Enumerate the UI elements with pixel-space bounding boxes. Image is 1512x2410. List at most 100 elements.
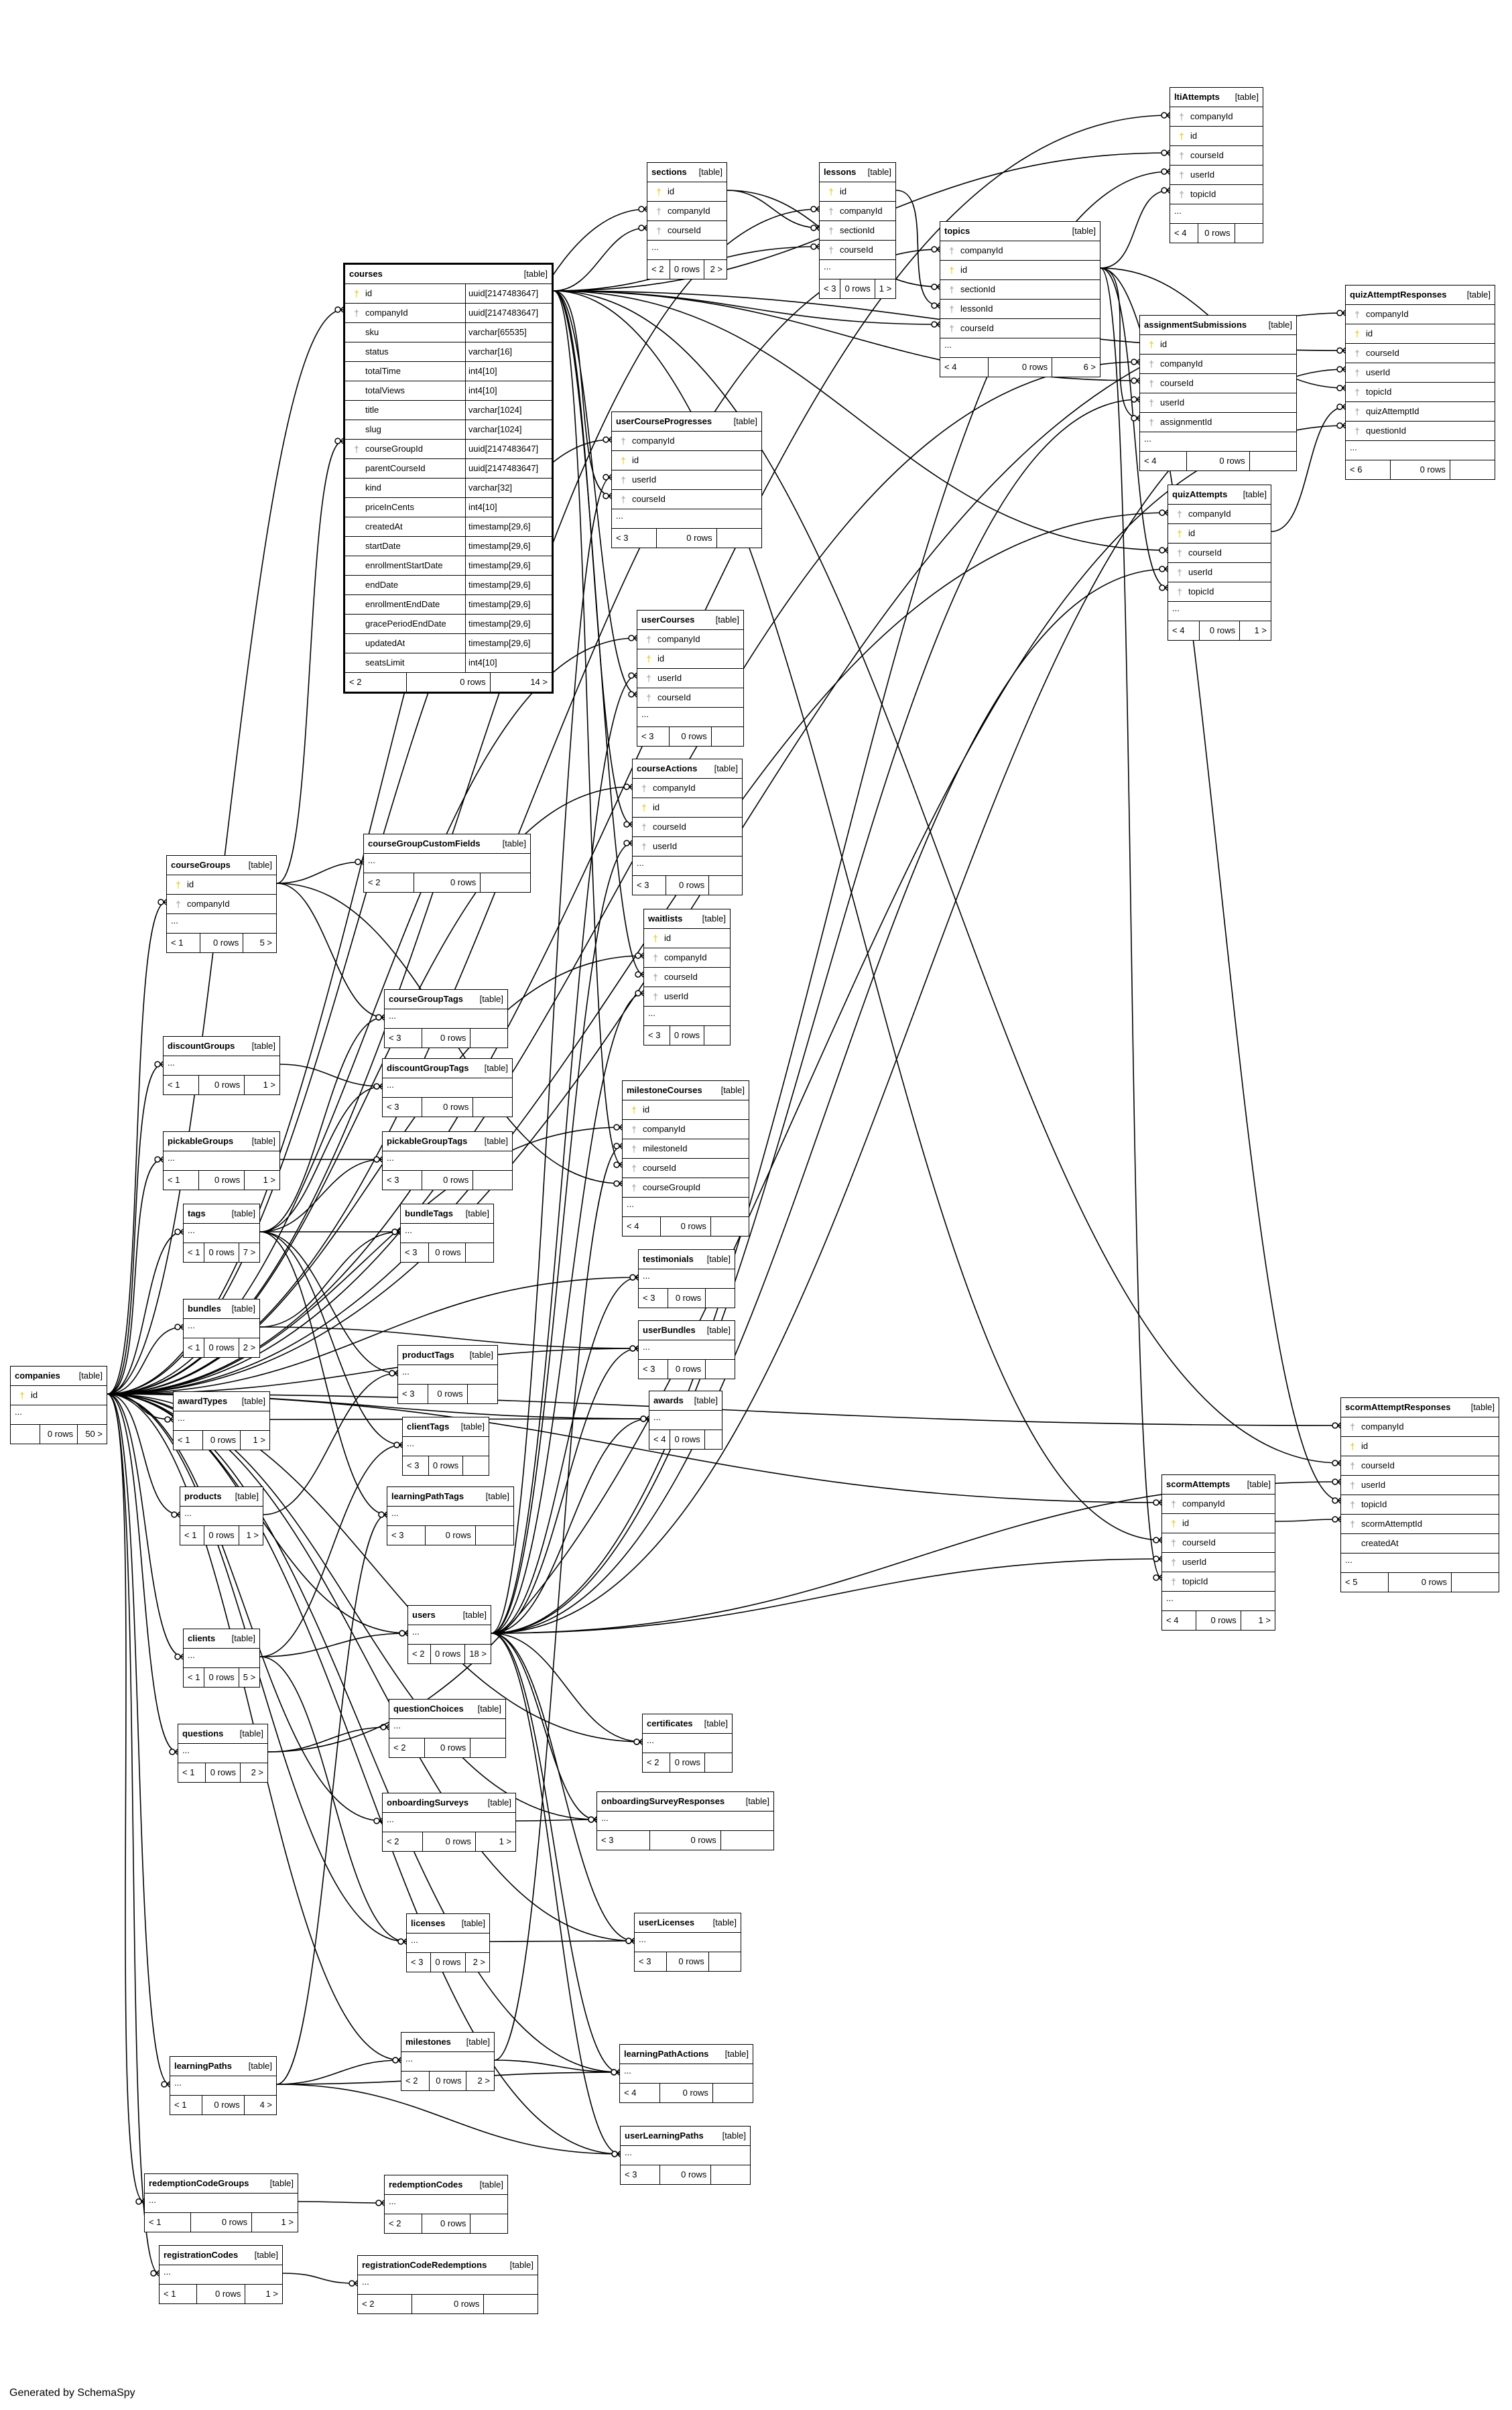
column-row[interactable]: †userId: [1341, 1476, 1499, 1495]
column-row[interactable]: †companyId: [612, 432, 761, 451]
column-row[interactable]: †id: [644, 929, 730, 948]
column-row[interactable]: †topicId: [1168, 582, 1271, 602]
column-row[interactable]: †courseId: [637, 688, 743, 708]
column-row[interactable]: †id: [612, 451, 761, 470]
column-row[interactable]: †userId: [1168, 563, 1271, 582]
column-row[interactable]: †courseId: [647, 221, 727, 241]
column-row[interactable]: †questionId: [1346, 422, 1495, 441]
column-row[interactable]: †courseId: [1168, 544, 1271, 563]
column-row[interactable]: †userId: [637, 669, 743, 688]
table-courseActions[interactable]: courseActions[table]†companyId†id†course…: [632, 759, 743, 895]
column-row[interactable]: †assignmentId: [1140, 413, 1296, 432]
table-scormAttempts[interactable]: scormAttempts[table]†companyId†id†course…: [1161, 1474, 1275, 1631]
table-registrationCodeRedemptions[interactable]: registrationCodeRedemptions[table]...< 2…: [357, 2255, 538, 2314]
column-row[interactable]: †userId: [612, 470, 761, 490]
column-row[interactable]: †id: [1341, 1437, 1499, 1456]
column-row[interactable]: †companyId: [647, 202, 727, 221]
table-milestoneCourses[interactable]: milestoneCourses[table]†id†companyId†mil…: [622, 1080, 749, 1236]
column-row[interactable]: †userId: [1162, 1553, 1275, 1572]
table-ltiAttempts[interactable]: ltiAttempts[table]†companyId†id†courseId…: [1170, 87, 1263, 243]
column-row[interactable]: †id: [1140, 335, 1296, 355]
column-row[interactable]: †courseGroupId: [623, 1178, 749, 1198]
column-row[interactable]: †userId: [1346, 363, 1495, 383]
column-row[interactable]: †id: [11, 1386, 107, 1405]
column-row[interactable]: †scormAttemptId: [1341, 1515, 1499, 1534]
column-row[interactable]: †topicId: [1170, 185, 1263, 204]
column-row[interactable]: †companyId: [167, 895, 276, 914]
column-row[interactable]: †userId: [1170, 166, 1263, 185]
column-row[interactable]: †companyId: [633, 779, 742, 798]
column-row[interactable]: †courseId: [612, 490, 761, 509]
column-row[interactable]: †id: [1162, 1514, 1275, 1533]
column-row[interactable]: †id: [647, 182, 727, 202]
column-row[interactable]: †topicId: [1162, 1572, 1275, 1592]
table-scormAttemptResponses[interactable]: scormAttemptResponses[table]†companyId†i…: [1340, 1397, 1499, 1592]
table-userCourses[interactable]: userCourses[table]†companyId†id†userId†c…: [637, 610, 744, 747]
table-waitlists[interactable]: waitlists[table]†id†companyId†courseId†u…: [643, 909, 731, 1045]
column-row[interactable]: †courseId: [633, 818, 742, 837]
column-row[interactable]: †companyId: [1168, 505, 1271, 524]
table-quizAttemptResponses[interactable]: quizAttemptResponses[table]†companyId†id…: [1345, 285, 1495, 480]
column-row[interactable]: createdAt: [1341, 1534, 1499, 1553]
column-row[interactable]: †courseId: [1341, 1456, 1499, 1476]
column-row[interactable]: †courseId: [1170, 146, 1263, 166]
column-row[interactable]: †topicId: [1346, 383, 1495, 402]
column-row[interactable]: †courseId: [1162, 1533, 1275, 1553]
table-assignmentSubmissions[interactable]: assignmentSubmissions[table]†id†companyI…: [1139, 315, 1297, 471]
column-row[interactable]: †milestoneId: [623, 1139, 749, 1159]
column-row[interactable]: †id: [1346, 324, 1495, 344]
column-row[interactable]: †id: [940, 261, 1100, 280]
column-row[interactable]: †courseId: [940, 319, 1100, 338]
column-row[interactable]: †sectionId: [820, 221, 895, 241]
column-row[interactable]: †companyId: [637, 630, 743, 649]
column-row[interactable]: †companyId: [1140, 355, 1296, 374]
column-row[interactable]: †quizAttemptId: [1346, 402, 1495, 422]
column-row[interactable]: †courseId: [623, 1159, 749, 1178]
column-row[interactable]: †courseId: [820, 241, 895, 260]
column-row[interactable]: †companyId: [1346, 305, 1495, 324]
column-row[interactable]: †companyId: [623, 1120, 749, 1139]
column-row[interactable]: †courseId: [644, 968, 730, 987]
table-lessons[interactable]: lessons[table]†id†companyId†sectionId†co…: [819, 162, 896, 299]
column-row[interactable]: †id: [637, 649, 743, 669]
